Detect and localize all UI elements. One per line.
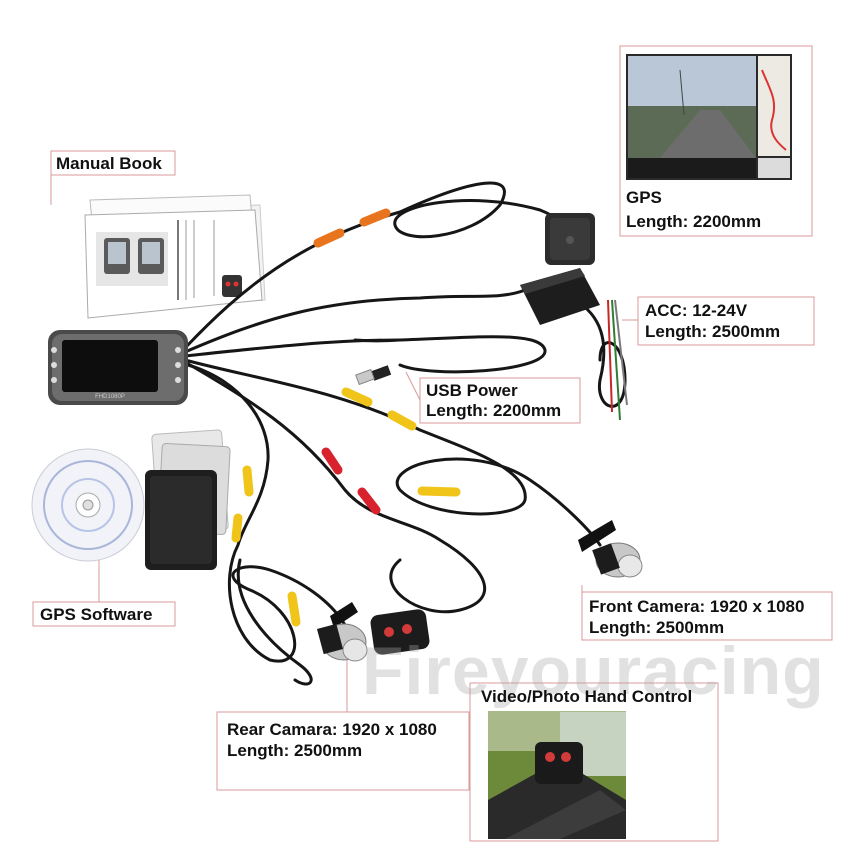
usb-title-label: USB Power — [426, 381, 518, 400]
gps-software-screenshot — [626, 54, 792, 180]
front-camera — [578, 520, 643, 578]
usb-plug — [355, 365, 392, 386]
adhesive-pads — [145, 429, 231, 570]
front-camera-label: Front Camera: 1920 x 1080 — [589, 597, 805, 616]
manual-book-label: Manual Book — [56, 154, 162, 173]
rear-camera-length-label: Length: 2500mm — [227, 741, 363, 760]
acc-length-label: Length: 2500mm — [645, 322, 781, 341]
hand-control-photo — [488, 711, 626, 839]
label-frames — [32, 45, 833, 842]
acc-voltage-label: ACC: 12-24V — [645, 301, 748, 320]
gps-software-disc — [31, 448, 145, 562]
hand-control-label: Video/Photo Hand Control — [481, 687, 693, 706]
rear-camera-label: Rear Camara: 1920 x 1080 — [227, 720, 437, 739]
dvr-model-text: FHD1080P — [95, 394, 125, 400]
manual-book — [84, 194, 266, 319]
hand-control-remote — [370, 609, 430, 655]
gps-antenna — [545, 213, 595, 265]
gps-cable-sleeves — [313, 208, 391, 248]
rear-camera — [316, 602, 368, 662]
hand-control-cable-sleeves — [321, 447, 381, 515]
usb-length-label: Length: 2200mm — [426, 401, 562, 420]
gps-title-label: GPS — [626, 188, 662, 207]
front-camera-length-label: Length: 2500mm — [589, 618, 725, 637]
gps-length-label: Length: 2200mm — [626, 212, 762, 231]
cable-bundle — [183, 181, 627, 686]
dvr-main-unit: FHD1080P — [48, 330, 188, 405]
camera-cable-sleeves — [231, 387, 461, 627]
acc-power-box — [520, 268, 628, 421]
gps-software-label: GPS Software — [40, 605, 153, 624]
watermark: Fireyouracing — [362, 633, 825, 709]
